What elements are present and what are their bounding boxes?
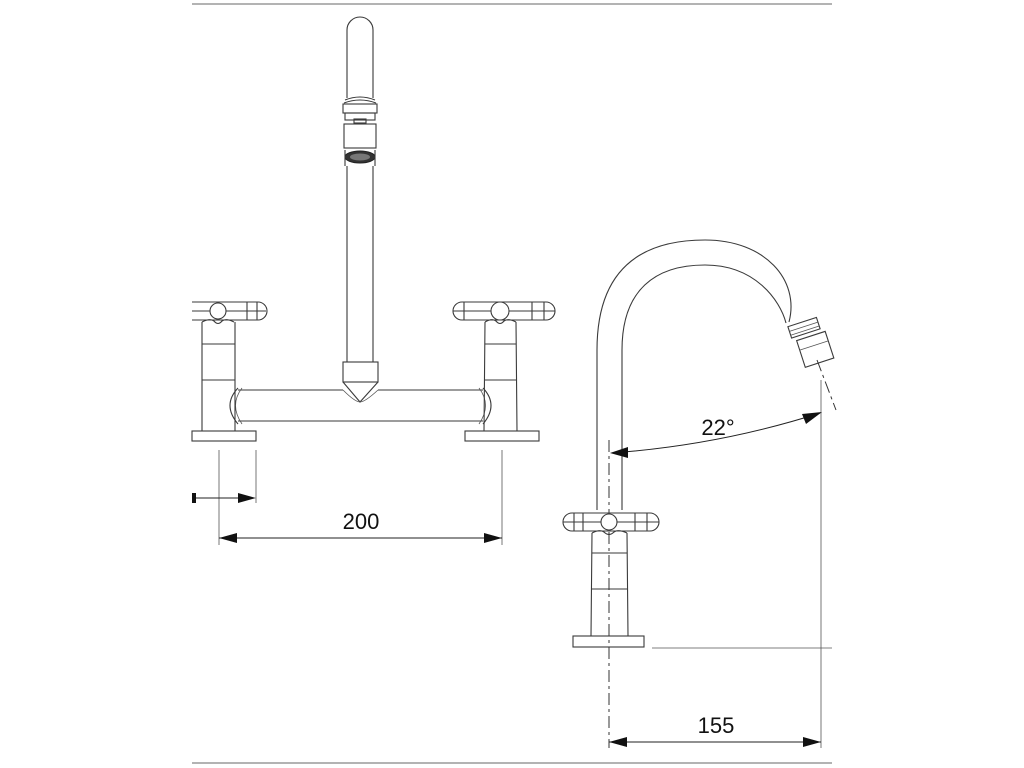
spout-tube (342, 16, 379, 403)
dimension-label-155: 155 (698, 713, 735, 738)
front-view: 200 (191, 16, 556, 545)
dimension-label-22deg: 22° (701, 415, 734, 440)
left-valve (191, 301, 268, 442)
side-valve (562, 512, 832, 649)
dimension-center-spacing: 200 (192, 450, 503, 545)
dimension-reach: 155 (609, 713, 821, 747)
dimension-label-200: 200 (343, 509, 380, 534)
right-valve (452, 301, 556, 442)
side-view: 22° 155 (562, 239, 837, 748)
dimension-spout-angle: 22° (610, 412, 822, 458)
gooseneck-spout (596, 239, 835, 510)
bridge-body (229, 387, 492, 425)
